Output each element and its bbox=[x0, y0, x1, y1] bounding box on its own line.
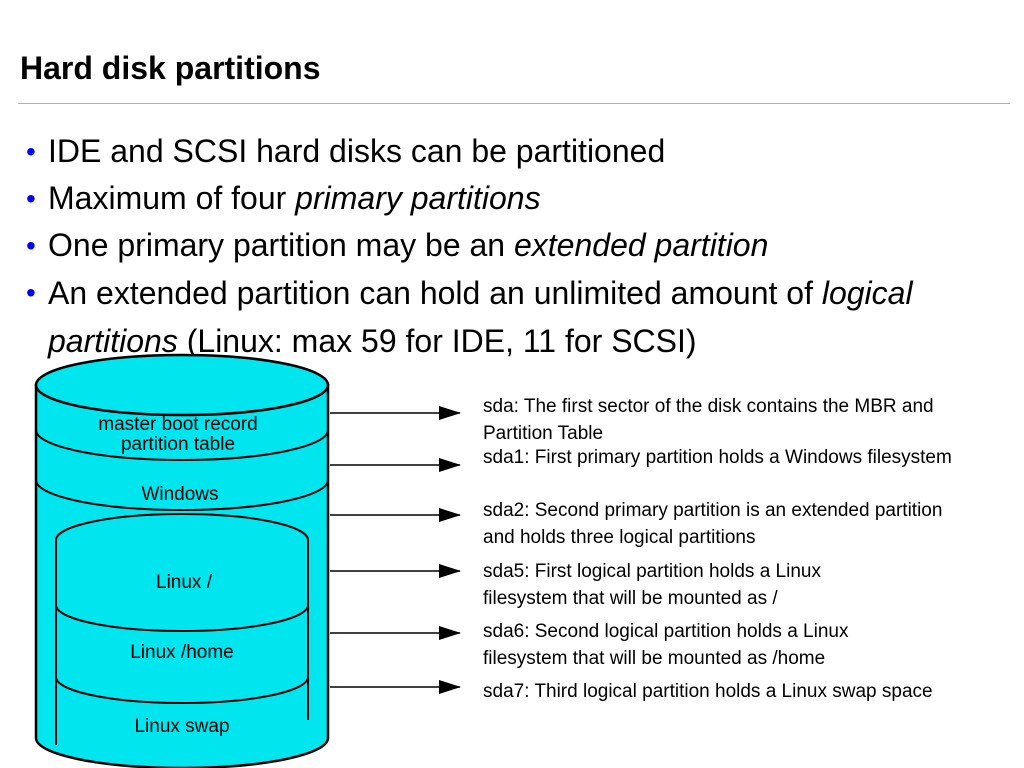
bullet-emphasis: extended partition bbox=[513, 227, 769, 263]
sda5-description: sda5: First logical partition holds a Li… bbox=[483, 561, 821, 609]
bullet-emphasis: primary partitions bbox=[295, 180, 541, 216]
windows-divider bbox=[35, 479, 329, 511]
bullet-emphasis: logical partitions bbox=[48, 275, 913, 359]
title-divider bbox=[18, 103, 1010, 104]
sda1-description: sda1: First primary partition holds a Wi… bbox=[483, 447, 952, 468]
bullet-list: • IDE and SCSI hard disks can be partitio… bbox=[26, 128, 1016, 365]
bullet-icon: • bbox=[26, 136, 36, 167]
logical-divider-1 bbox=[55, 604, 309, 632]
page-title: Hard disk partitions bbox=[20, 50, 321, 86]
bullet-tail: (Linux: max 59 for IDE, 11 for SCSI) bbox=[177, 323, 697, 359]
disk-cylinder-top bbox=[34, 353, 330, 417]
bullet-text: Maximum of four bbox=[48, 180, 296, 216]
bullet-text: One primary partition may be an bbox=[48, 227, 514, 263]
sda6-description: sda6: Second logical partition holds a L… bbox=[483, 621, 849, 669]
mbr-divider bbox=[35, 429, 329, 461]
bullet-icon: • bbox=[26, 183, 36, 214]
bullet-text: IDE and SCSI hard disks can be partition… bbox=[48, 133, 666, 169]
windows-label: Windows bbox=[141, 484, 218, 505]
bullet-item: • One primary partition may be an extende… bbox=[26, 222, 1016, 269]
bullet-item: • Maximum of four primary partitions bbox=[26, 175, 1016, 222]
mbr-label-line2: partition table bbox=[121, 434, 235, 455]
linux-swap-label: Linux swap bbox=[134, 716, 229, 737]
bullet-item: • IDE and SCSI hard disks can be partitio… bbox=[26, 128, 1016, 175]
bullet-item: • An extended partition can hold an unlim… bbox=[26, 269, 1016, 365]
bullet-icon: • bbox=[26, 277, 36, 308]
sda2-description: sda2: Second primary partition is an ext… bbox=[483, 500, 943, 548]
linux-root-label: Linux / bbox=[156, 572, 213, 593]
bullet-text: An extended partition can hold an unlimi… bbox=[48, 275, 822, 311]
logical-divider-2 bbox=[55, 676, 309, 704]
linux-home-label: Linux /home bbox=[130, 642, 234, 663]
mbr-label-line1: master boot record bbox=[98, 414, 257, 435]
bullet-icon: • bbox=[26, 230, 36, 261]
sda7-description: sda7: Third logical partition holds a Li… bbox=[483, 681, 933, 702]
extended-partition-outline bbox=[55, 513, 309, 745]
sda-description: sda: The first sector of the disk contai… bbox=[483, 396, 934, 444]
